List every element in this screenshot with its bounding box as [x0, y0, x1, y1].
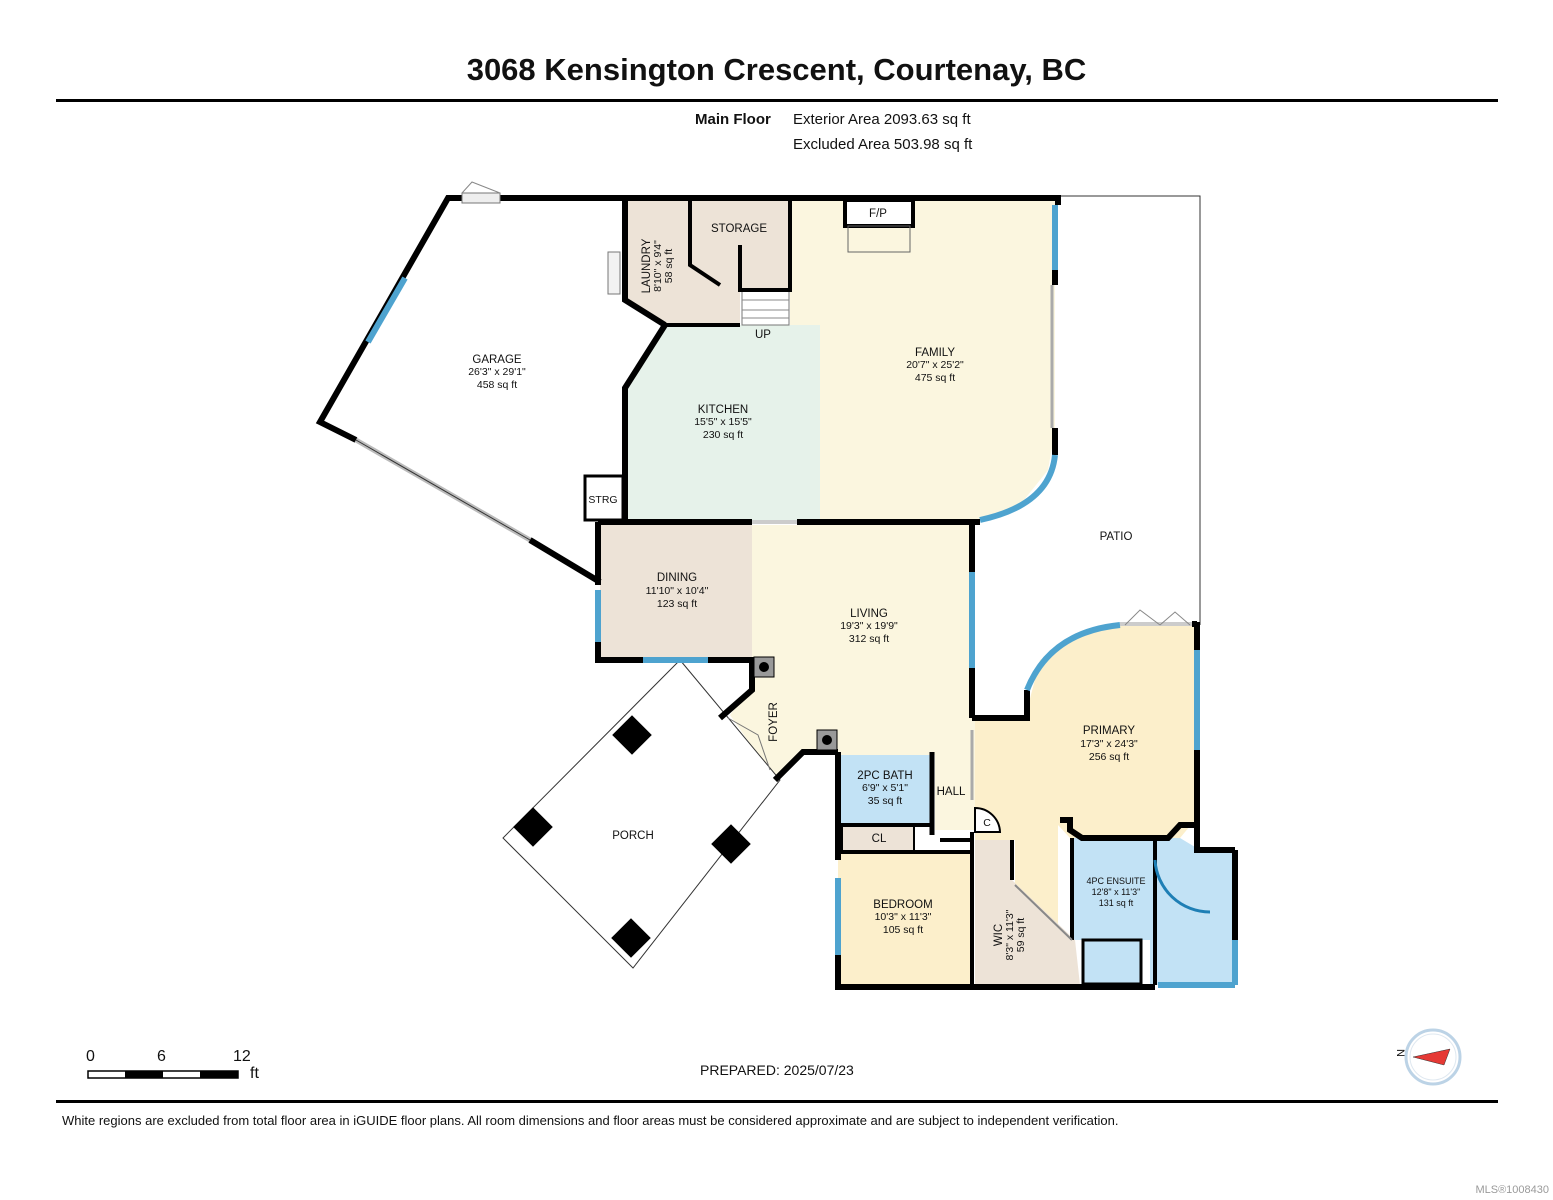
wic-area: 59 sq ft [1015, 918, 1027, 953]
primary-bay-window [1024, 622, 1121, 692]
laundry-name: LAUNDRY [641, 238, 653, 293]
prepared-date: PREPARED: 2025/07/23 [700, 1062, 854, 1078]
scale-label-6: 6 [157, 1048, 166, 1065]
living-name: LIVING [850, 608, 888, 620]
dining-fill [600, 525, 752, 660]
cl-name: CL [872, 833, 887, 845]
living-fill [730, 525, 975, 830]
living-area: 312 sq ft [849, 633, 889, 645]
porch-pillar [513, 807, 553, 847]
porch-outline [502, 659, 781, 969]
kitchen-fill [625, 325, 820, 520]
family-name: FAMILY [915, 347, 955, 359]
garage-area: 458 sq ft [477, 379, 517, 391]
laundry-dims: 8'10" x 9'4" [652, 240, 664, 292]
family-dims: 20'7" x 25'2" [906, 359, 964, 371]
scale-label-0: 0 [86, 1048, 95, 1065]
patio-name: PATIO [1100, 531, 1133, 543]
strg-name: STRG [588, 494, 617, 506]
kitchen-area: 230 sq ft [703, 429, 743, 441]
family-bay-window [979, 454, 1058, 523]
living-dims: 19'3" x 19'9" [840, 620, 898, 632]
porch-name: PORCH [612, 830, 654, 842]
bedroom-fill [838, 852, 972, 985]
wic-dims: 8'3" x 11'3" [1004, 909, 1016, 960]
house-wall [625, 195, 1061, 205]
closet-c-name: C [983, 817, 991, 829]
compass-icon [1404, 1028, 1462, 1086]
bedroom-dims: 10'3" x 11'3" [875, 911, 932, 923]
wic-fill [975, 840, 1080, 985]
header-rule [56, 99, 1498, 102]
garage-name: GARAGE [472, 354, 522, 366]
dining-dims: 11'10" x 10'4" [646, 585, 709, 597]
exterior-area: Exterior Area 2093.63 sq ft [793, 111, 971, 128]
scale-bar [87, 1070, 239, 1079]
bath2pc-dims: 6'9" x 5'1" [862, 782, 908, 794]
family-area: 475 sq ft [915, 372, 955, 384]
foyer-name: FOYER [768, 702, 780, 742]
family-fill [790, 200, 1055, 520]
hall-name: HALL [937, 786, 966, 798]
dining-area: 123 sq ft [657, 598, 697, 610]
porch-pillar [611, 918, 651, 958]
up-label: UP [755, 329, 771, 341]
bath2pc-area: 35 sq ft [868, 795, 903, 807]
fp-name: F/P [869, 208, 887, 220]
scale-label-12: 12 [233, 1048, 251, 1065]
bath2pc-name: 2PC BATH [857, 770, 912, 782]
stairs-fill [741, 289, 790, 326]
garage-wall [315, 195, 462, 443]
mls-watermark: MLS®1008430 [1475, 1184, 1549, 1196]
ensuite-area: 131 sq ft [1099, 898, 1134, 908]
ensuite-dims: 12'8" x 11'3" [1092, 887, 1141, 897]
porch-pillar [711, 824, 751, 864]
garage-wall [500, 195, 667, 328]
footer-rule [56, 1100, 1498, 1103]
primary-area: 256 sq ft [1089, 751, 1129, 763]
bath2pc-fill [838, 755, 932, 825]
compass-label: N [1394, 1049, 1406, 1057]
ensuite-tub-fill [1081, 938, 1143, 986]
garage-window [365, 276, 408, 344]
shower [1153, 859, 1211, 914]
garage-dims: 26'3" x 29'1" [468, 366, 526, 378]
storage-name: STORAGE [711, 223, 767, 235]
floor-name: Main Floor [695, 111, 771, 128]
bedroom-area: 105 sq ft [883, 924, 923, 936]
ensuite-name: 4PC ENSUITE [1086, 876, 1145, 886]
page-title: 3068 Kensington Crescent, Courtenay, BC [466, 52, 1087, 87]
wic-name: WIC [993, 924, 1005, 946]
scale-unit: ft [250, 1065, 259, 1082]
kitchen-dims: 15'5" x 15'5" [694, 416, 752, 428]
excluded-area: Excluded Area 503.98 sq ft [793, 136, 973, 153]
bedroom-name: BEDROOM [873, 899, 932, 911]
dining-name: DINING [657, 572, 697, 584]
porch-pillar [612, 715, 652, 755]
kitchen-name: KITCHEN [698, 404, 748, 416]
laundry-fill [625, 200, 690, 325]
disclaimer: White regions are excluded from total fl… [62, 1113, 1119, 1128]
garage-wall [528, 537, 602, 585]
patio-outline [1058, 195, 1201, 625]
fireplace [843, 198, 915, 228]
laundry-area: 58 sq ft [663, 249, 675, 284]
primary-name: PRIMARY [1083, 725, 1136, 737]
primary-dims: 17'3" x 24'3" [1080, 738, 1138, 750]
